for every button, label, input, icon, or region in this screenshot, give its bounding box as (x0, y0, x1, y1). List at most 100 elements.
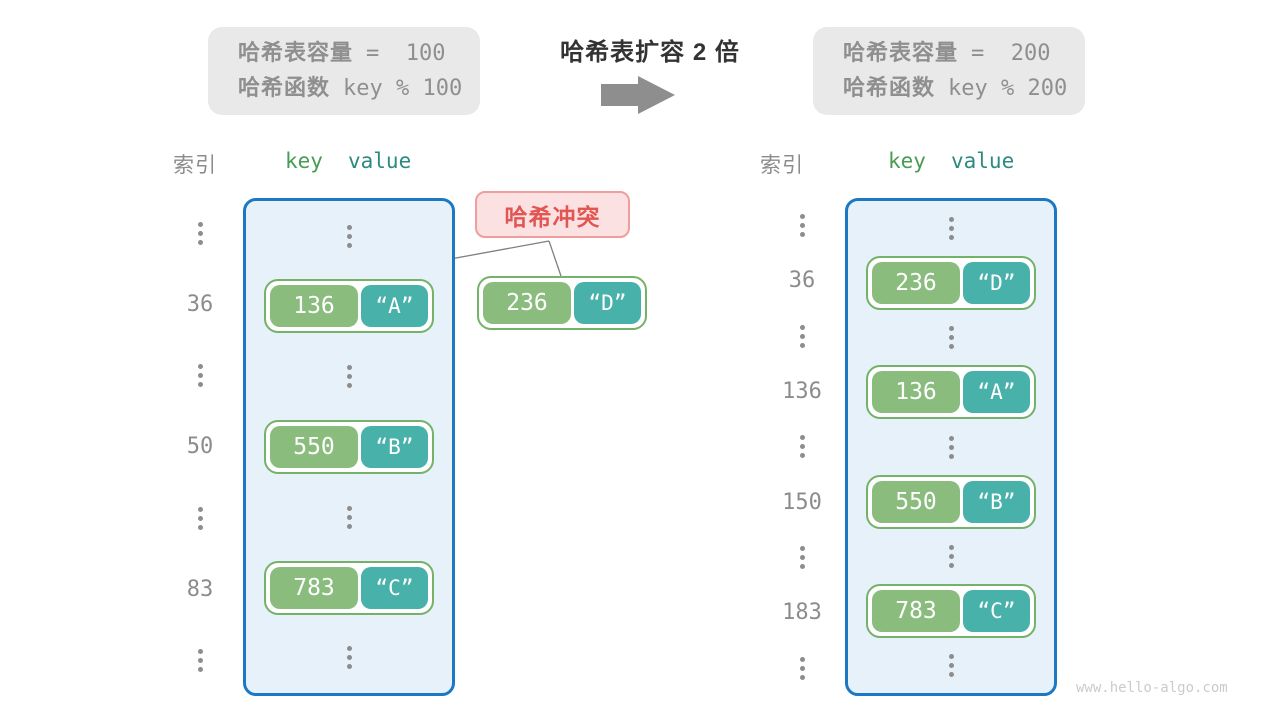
kv-pair: 136“A” (264, 279, 434, 334)
index-label: 36 (788, 268, 816, 294)
ellipsis-dots-icon (948, 544, 954, 568)
key-cell: 136 (270, 285, 358, 328)
kv-pair: 550“B” (866, 474, 1036, 529)
ellipsis-dots-icon (346, 505, 352, 529)
value-cell: “C” (963, 590, 1030, 633)
key-cell: 550 (872, 480, 960, 523)
index-slot: 150 (762, 475, 842, 530)
kv-pair: 783“C” (264, 560, 434, 615)
bucket-slot (848, 638, 1054, 693)
diagram-title: 哈希表扩容 2 倍 (560, 39, 740, 66)
bucket-slot (848, 310, 1054, 365)
capacity-line: 哈希表容量 = 200 (843, 38, 1085, 69)
right-key-header: key (888, 149, 926, 173)
value-cell: “B” (361, 425, 428, 468)
kv-pair: 783“C” (866, 584, 1036, 639)
capacity-label: 哈希表容量 (238, 40, 354, 65)
bucket-slot (246, 342, 452, 412)
left-key-header: key (285, 149, 323, 173)
index-label: 150 (782, 489, 822, 515)
hash-fn-line: 哈希函数 key % 200 (843, 73, 1085, 104)
ellipsis-dots-icon (948, 216, 954, 240)
capacity-label: 哈希表容量 (843, 40, 959, 65)
index-slot (762, 198, 842, 253)
ellipsis-dots-icon (948, 326, 954, 350)
left-value-header: value (348, 149, 412, 173)
ellipsis-dots-icon (197, 364, 203, 388)
index-slot (160, 483, 240, 554)
key-cell: 550 (270, 425, 358, 468)
ellipsis-dots-icon (346, 646, 352, 670)
value-cell: “A” (963, 371, 1030, 414)
index-slot (762, 419, 842, 474)
watermark: www.hello-algo.com (1076, 680, 1228, 696)
ellipsis-dots-icon (346, 365, 352, 389)
ellipsis-dots-icon (197, 506, 203, 530)
bucket-slot: 550“B” (246, 412, 452, 482)
key-cell: 783 (270, 566, 358, 609)
bucket-slot: 236“D” (848, 256, 1054, 311)
bucket-slot (246, 201, 452, 271)
bucket-slot: 783“C” (246, 552, 452, 622)
right-index-header: 索引 (760, 154, 804, 177)
index-label: 183 (782, 600, 822, 626)
bucket-slot (848, 420, 1054, 475)
value-cell: “B” (963, 480, 1030, 523)
index-slot (762, 530, 842, 585)
index-slot (762, 309, 842, 364)
index-label: 83 (186, 576, 214, 602)
value-cell: “D” (963, 262, 1030, 304)
kv-pair-floating: 236 “D” (477, 276, 647, 330)
index-slot: 36 (762, 253, 842, 308)
kv-pair: 136“A” (866, 365, 1036, 420)
ellipsis-dots-icon (346, 224, 352, 248)
key-cell: 136 (872, 371, 960, 414)
index-label: 136 (782, 379, 822, 405)
ellipsis-dots-icon (197, 648, 203, 672)
right-arrow-icon (601, 76, 675, 114)
key-cell: 783 (872, 590, 960, 633)
ellipsis-dots-icon (948, 654, 954, 678)
hash-fn-label: 哈希函数 (238, 75, 331, 100)
hash-fn-value: key % 200 (948, 76, 1068, 101)
index-slot: 36 (160, 269, 240, 340)
hash-fn-label: 哈希函数 (843, 75, 936, 100)
value-cell: “C” (361, 566, 428, 609)
ellipsis-dots-icon (799, 435, 805, 459)
kv-pair: 236“D” (866, 256, 1036, 310)
capacity-line: 哈希表容量 = 100 (238, 38, 480, 69)
kv-pair: 550“B” (264, 419, 434, 474)
ellipsis-dots-icon (799, 546, 805, 570)
index-slot (160, 340, 240, 411)
ellipsis-dots-icon (799, 656, 805, 680)
ellipsis-dots-icon (948, 435, 954, 459)
bucket-slot (246, 482, 452, 552)
index-label: 50 (186, 434, 214, 460)
bucket-slot (246, 623, 452, 693)
ellipsis-dots-icon (197, 222, 203, 246)
bucket-slot (848, 529, 1054, 584)
capacity-value: = 100 (366, 41, 446, 66)
capacity-note-before: 哈希表容量 = 100 哈希函数 key % 100 (208, 27, 480, 115)
hash-collision-badge: 哈希冲突 (475, 191, 630, 238)
index-label: 36 (186, 292, 214, 318)
index-slot (160, 198, 240, 269)
value-cell: “D” (574, 282, 641, 324)
ellipsis-dots-icon (799, 324, 805, 348)
right-value-header: value (951, 149, 1015, 173)
hash-fn-value: key % 100 (343, 76, 463, 101)
bucket-slot: 783“C” (848, 584, 1054, 639)
right-index-column: 36 136 150 183 (762, 198, 842, 696)
key-cell: 236 (483, 282, 571, 324)
value-cell: “A” (361, 285, 428, 328)
capacity-value: = 200 (971, 41, 1051, 66)
bucket-slot (848, 201, 1054, 256)
index-slot: 83 (160, 554, 240, 625)
index-slot: 183 (762, 585, 842, 640)
left-index-header: 索引 (173, 154, 217, 177)
index-slot: 50 (160, 411, 240, 482)
index-slot (762, 641, 842, 696)
index-slot: 136 (762, 364, 842, 419)
capacity-note-after: 哈希表容量 = 200 哈希函数 key % 200 (813, 27, 1085, 115)
